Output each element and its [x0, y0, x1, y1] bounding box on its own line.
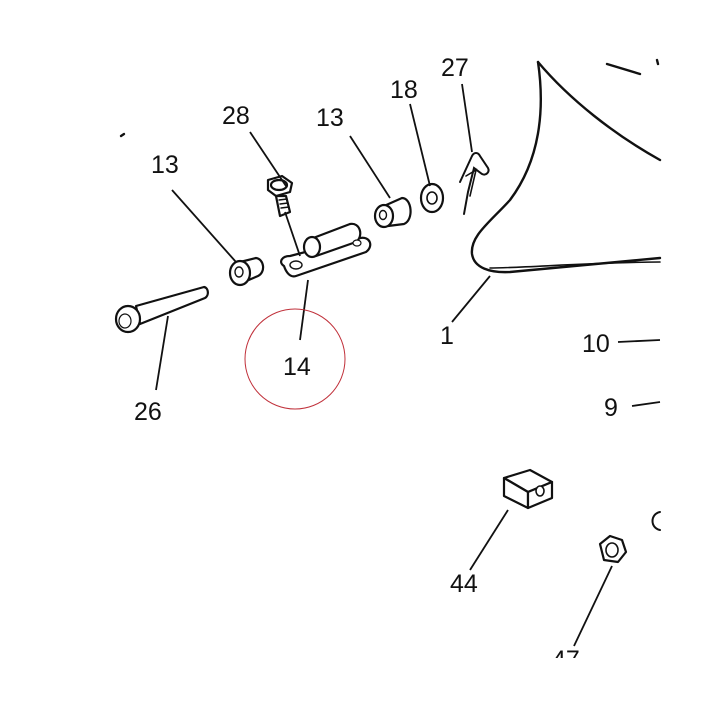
bolt-part-28 [266, 174, 294, 218]
callout-28: 28 [222, 102, 250, 130]
bushing-left-part-13 [228, 256, 265, 287]
callout-13-left: 13 [151, 151, 179, 179]
housing-part-1 [470, 58, 662, 274]
bushing-right-part-13 [373, 196, 412, 229]
callout-18: 18 [390, 76, 418, 104]
callout-27: 27 [441, 54, 469, 82]
callout-44: 44 [450, 570, 478, 598]
callout-26: 26 [134, 398, 162, 426]
washer-part-18 [419, 182, 445, 214]
callout-47: 47 [552, 646, 580, 674]
highlight-circle [244, 308, 346, 410]
partial-part-edge [651, 511, 661, 531]
block-part-44 [502, 468, 554, 510]
stray-mark [119, 132, 126, 138]
callout-1: 1 [440, 322, 454, 350]
pin-part-26 [114, 285, 209, 334]
callout-13-right: 13 [316, 104, 344, 132]
nut-part-47 [598, 534, 628, 564]
leader-lines [155, 83, 661, 647]
callout-10: 10 [582, 330, 610, 358]
callout-14: 14 [283, 353, 311, 381]
clip-part-27 [459, 152, 490, 215]
bracket-part-14 [280, 222, 372, 278]
callout-9: 9 [604, 394, 618, 422]
